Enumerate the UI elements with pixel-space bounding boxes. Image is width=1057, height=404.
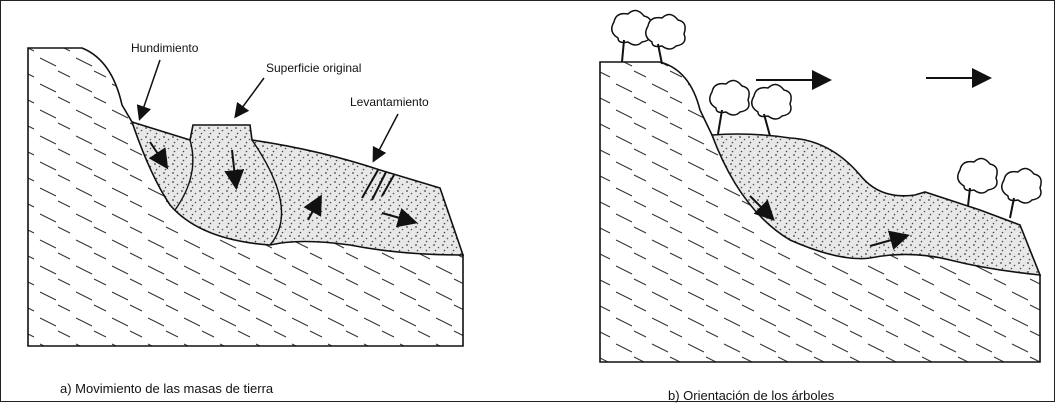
tree-icon	[958, 158, 997, 206]
tree-icon	[710, 80, 749, 134]
pointer-levantamiento	[374, 114, 398, 160]
label-superficie-original: Superficie original	[266, 61, 361, 75]
label-hundimiento: Hundimiento	[131, 41, 199, 55]
pointer-hundimiento	[140, 60, 160, 118]
tree-icon	[612, 10, 651, 62]
tree-icon	[1002, 168, 1041, 218]
caption-panel-b: b) Orientación de los árboles	[668, 388, 835, 403]
tree-icon	[646, 14, 685, 64]
pointer-superficie-original	[236, 78, 264, 116]
tree-icon	[752, 84, 791, 136]
label-levantamiento: Levantamiento	[350, 95, 429, 109]
panel-a: Hundimiento Superficie original Levantam…	[28, 41, 463, 396]
caption-panel-a: a) Movimiento de las masas de tierra	[60, 381, 274, 396]
panel-b: b) Orientación de los árboles	[600, 10, 1041, 403]
